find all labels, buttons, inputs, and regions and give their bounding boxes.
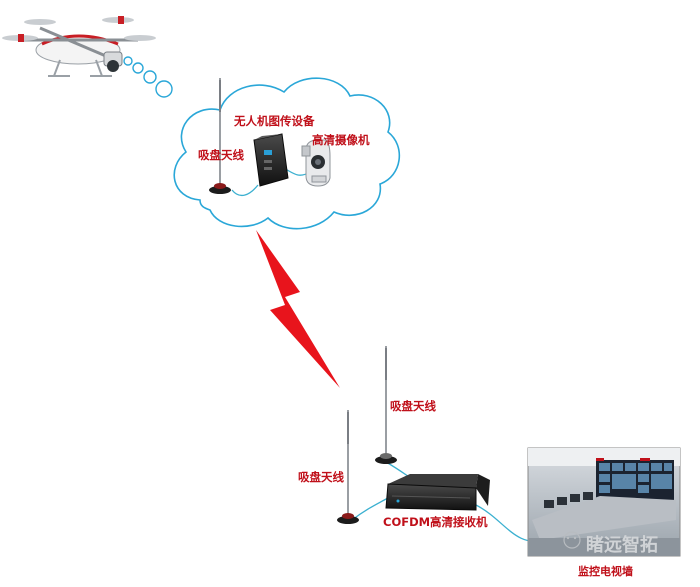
- receiver-label: COFDM高清接收机: [383, 515, 488, 529]
- wechat-icon: [563, 531, 581, 549]
- tx-device-label: 无人机图传设备: [233, 114, 315, 128]
- cofdm-receiver-icon: [385, 474, 490, 511]
- tx-antenna-icon: [209, 78, 231, 194]
- rx-antenna-top-icon: [375, 346, 397, 464]
- video-wall-photo: [527, 447, 681, 557]
- video-wall-label: 监控电视墙: [578, 564, 633, 578]
- uav-transmitter-icon: [253, 133, 289, 187]
- lightning-bolt: [256, 230, 340, 388]
- thought-bubbles: [123, 56, 173, 98]
- watermark-text: 睹远智拓: [586, 534, 658, 556]
- tx-antenna-label: 吸盘天线: [198, 148, 244, 162]
- hd-camera-icon: [301, 139, 331, 187]
- rx-antenna-bottom-icon: [337, 410, 359, 524]
- camera-label: 高清摄像机: [312, 133, 370, 147]
- rx-antenna-bottom-label: 吸盘天线: [298, 470, 344, 484]
- drone-icon: [2, 16, 156, 77]
- rx-antenna-top-label: 吸盘天线: [390, 399, 436, 413]
- watermark: 睹远智拓: [563, 531, 658, 556]
